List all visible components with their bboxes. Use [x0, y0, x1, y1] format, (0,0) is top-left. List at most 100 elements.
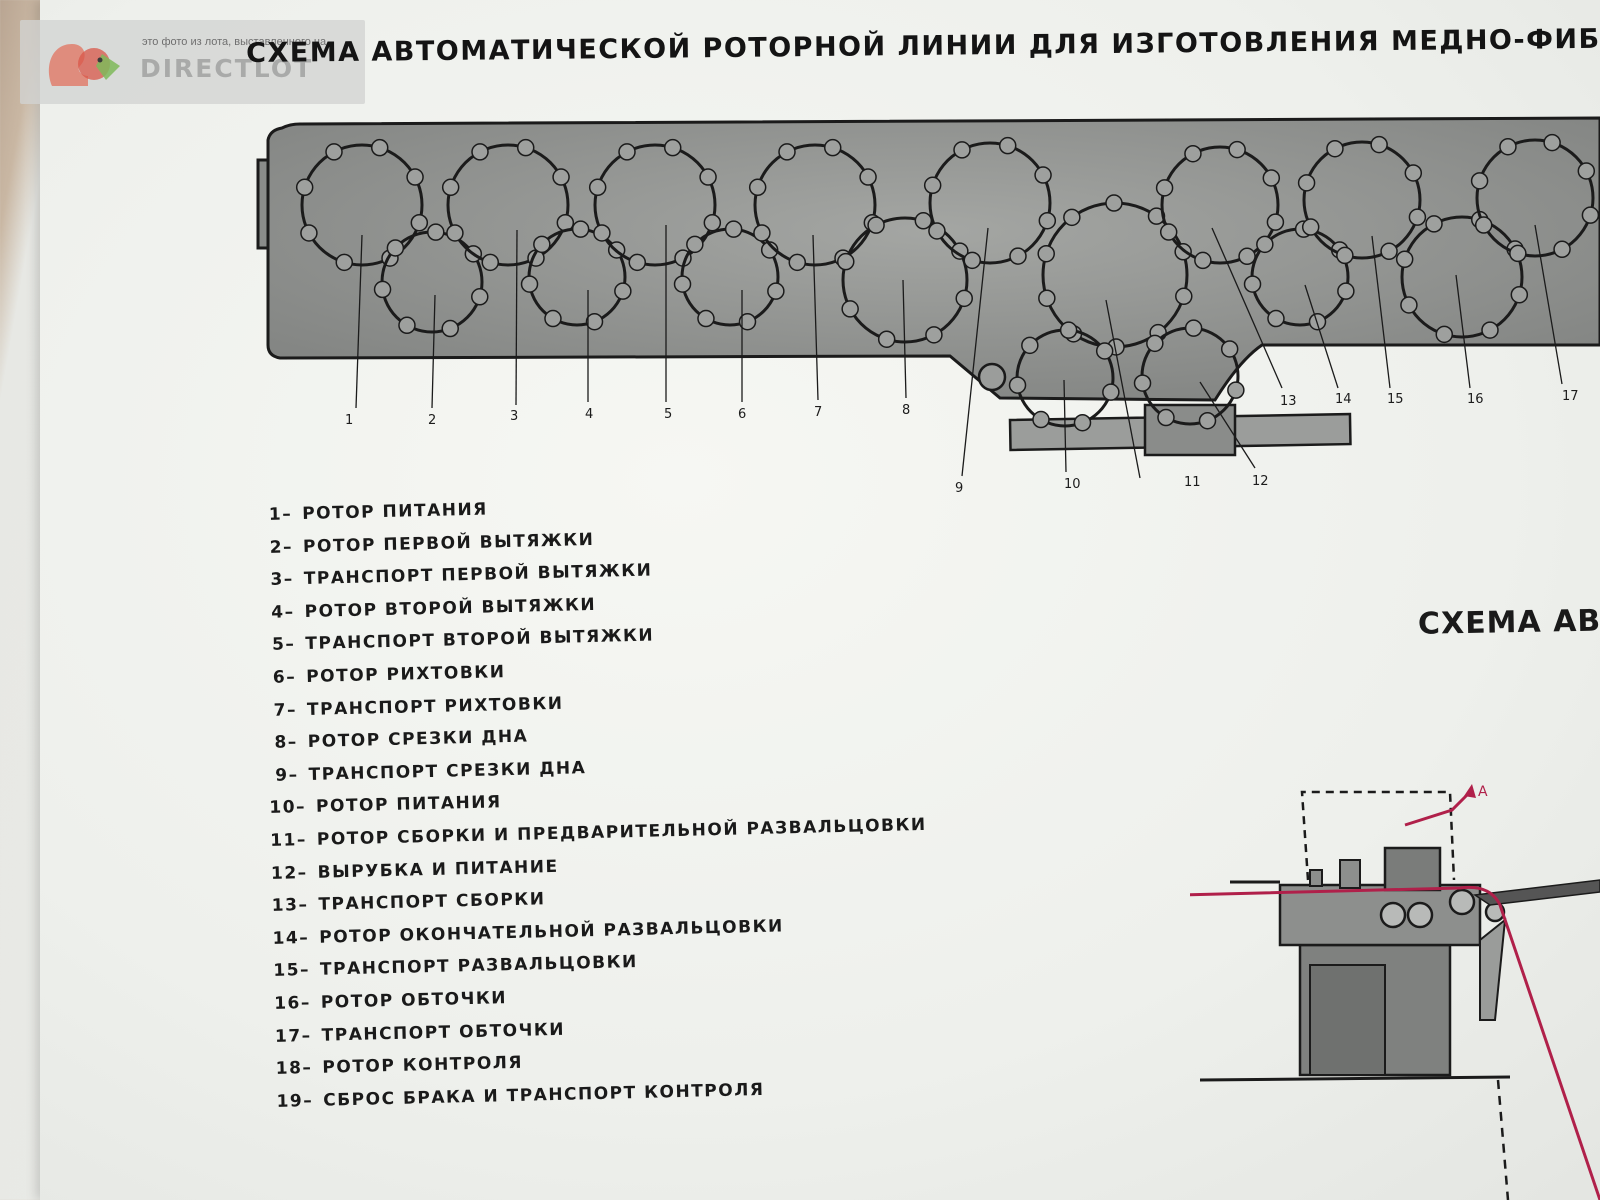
rotor-15-socket: [1408, 208, 1427, 226]
rotor-3-socket: [441, 178, 460, 197]
rotor-number-5: 5: [664, 407, 672, 422]
rotor-1-socket: [335, 253, 354, 272]
leader-lines: [355, 224, 1563, 479]
dashed-enclosure: [1300, 790, 1456, 881]
machine-drawing: А: [1190, 784, 1600, 1200]
rotor-16-socket: [1400, 296, 1418, 314]
rotor-15-socket: [1301, 218, 1320, 236]
machine-column: [1339, 859, 1361, 889]
rotor-4-socket: [533, 235, 551, 254]
rotor-11-socket: [1059, 321, 1078, 339]
rotor-2-socket: [398, 316, 416, 335]
rotor-12-socket: [1133, 374, 1152, 392]
rotor-14-socket: [1337, 282, 1355, 300]
rotor-13-socket: [1228, 140, 1246, 159]
side-guard: [1479, 917, 1507, 1021]
rotor-17-socket: [1509, 244, 1527, 263]
watermark-caption: это фото из лота, выставленного на: [142, 36, 327, 48]
rotor-3-socket: [446, 224, 464, 242]
rotor-8-socket: [867, 216, 885, 234]
rotor-9-socket: [953, 141, 971, 159]
leader-line-2: [431, 294, 436, 409]
rotor-4-socket: [544, 309, 562, 328]
rotor-7: [753, 143, 877, 267]
leader-line-12: [1199, 381, 1256, 469]
gear-wheel-right: [1406, 901, 1434, 929]
leader-line-11: [1105, 299, 1141, 479]
rotor-6-socket: [724, 220, 743, 238]
rotor-number-8: 8: [902, 403, 910, 418]
rotor-17-socket: [1499, 137, 1517, 156]
rotor-10-socket: [1105, 194, 1123, 212]
rotor-1-socket: [410, 213, 429, 232]
rotor-1-socket: [406, 168, 424, 186]
rotor-number-13: 13: [1280, 394, 1297, 409]
rotor-17-socket: [1553, 240, 1571, 259]
rotor-5-socket: [628, 253, 647, 272]
rotor-number-12: 12: [1252, 474, 1269, 489]
rotor-5-socket: [663, 138, 682, 157]
arrow-label: А: [1478, 784, 1488, 800]
rotor-number-10: 10: [1064, 477, 1081, 492]
rotor-number-14: 14: [1335, 392, 1352, 407]
leader-line-16: [1455, 274, 1471, 389]
arrow-path: [1404, 790, 1472, 827]
rotor-2-socket: [427, 223, 445, 241]
rotor-line-diagram: 1 2 3 4 5 6 7 8 9 10 11 12 13 14 15 16 1…: [256, 116, 1600, 496]
rotor-13-socket: [1266, 213, 1285, 231]
rotor-13-socket: [1238, 247, 1256, 266]
rotor-15-socket: [1297, 174, 1316, 192]
rotor-number-11: 11: [1184, 475, 1201, 490]
rotor-13-socket: [1159, 223, 1178, 241]
rotor-2-socket: [471, 288, 489, 306]
rotor-9-socket: [1034, 166, 1052, 184]
machine-knob: [1309, 869, 1323, 887]
rotor-3-socket: [516, 138, 535, 157]
rotor-9-socket: [928, 222, 946, 240]
rotor-11-socket: [1032, 410, 1050, 429]
rotor-12-socket: [1220, 340, 1239, 358]
rotor-1-socket: [295, 178, 314, 197]
rotor-12-socket: [1146, 334, 1164, 353]
rotor-13-socket: [1184, 144, 1202, 163]
rotor-17: [1475, 138, 1595, 258]
rotor-5-socket: [618, 143, 636, 161]
small-pulley: [977, 362, 1007, 392]
rotor-8-socket: [955, 289, 973, 308]
rotor-13-socket: [1155, 179, 1174, 197]
rotor-16-socket: [1425, 215, 1443, 233]
rotor-11-socket: [1008, 376, 1027, 394]
rotor-10-socket: [1063, 208, 1081, 227]
rotor-4-socket: [614, 282, 632, 300]
rotor-15-socket: [1380, 242, 1398, 261]
rotor-6-socket: [738, 312, 757, 331]
rotor-2-socket: [441, 319, 459, 338]
rotor-number-17: 17: [1562, 389, 1579, 404]
rotor-17-socket: [1581, 206, 1600, 224]
rotor-16-socket: [1395, 250, 1414, 269]
rotor-16: [1400, 215, 1524, 339]
rotor-5: [593, 143, 717, 267]
rotor-6-socket: [767, 282, 785, 300]
rotor-14-socket: [1308, 312, 1327, 331]
rotor-5-socket: [588, 178, 607, 197]
rotor-number-7: 7: [814, 405, 822, 420]
rotor-11-socket: [1073, 413, 1092, 432]
rotor-8-socket: [877, 330, 896, 348]
rotor-11-socket: [1095, 342, 1114, 360]
rotor-number-1: 1: [345, 413, 353, 428]
rotor-2-socket: [386, 239, 405, 257]
rotor-13-socket: [1194, 251, 1212, 270]
rotor-5-socket: [703, 213, 722, 232]
rotor-8-socket: [841, 300, 859, 318]
rotor-1-socket: [325, 143, 343, 161]
rotor-7-socket: [753, 224, 771, 242]
rotor-12-socket: [1184, 319, 1203, 337]
legend-list: 1–РОТОР ПИТАНИЯ 2–РОТОР ПЕРВОЙ ВЫТЯЖКИ 3…: [262, 489, 934, 1124]
floor-line: [1199, 1075, 1511, 1082]
rotor-2-socket: [373, 280, 392, 299]
rotor-9-socket: [998, 136, 1017, 155]
rotor-numbers: 1 2 3 4 5 6 7 8 9 10 11 12 13 14 15 16 1…: [345, 389, 1579, 496]
rotor-11-socket: [1021, 336, 1039, 355]
output-chute: [1472, 879, 1600, 906]
